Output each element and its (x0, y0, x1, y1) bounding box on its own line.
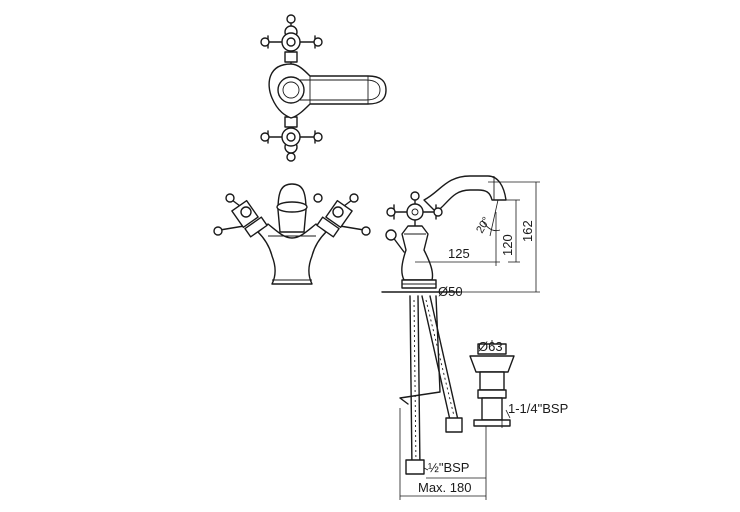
top-view-upper-handle (260, 14, 323, 67)
side-view (381, 175, 515, 475)
dimension-labels: 125 120 162 20° Ø50 Ø63 1-1/4"BSP ½"BSP … (418, 215, 568, 495)
front-view (213, 183, 371, 285)
top-view-lower-handle (260, 114, 323, 162)
side-view-waste (469, 340, 515, 427)
label-bsp-inlet: ½"BSP (428, 460, 469, 475)
front-view-body (257, 223, 327, 285)
top-view-body (268, 63, 387, 119)
label-bsp-waste: 1-1/4"BSP (508, 401, 568, 416)
top-view (260, 14, 387, 162)
side-view-hoses (405, 295, 463, 475)
side-view-spout (423, 175, 507, 213)
front-view-right-handle (316, 193, 371, 238)
label-120: 120 (500, 234, 515, 256)
label-125: 125 (448, 246, 470, 261)
front-view-left-handle (213, 193, 268, 238)
label-angle: 20° (474, 215, 493, 235)
label-162: 162 (520, 220, 535, 242)
dimension-lines (399, 181, 540, 500)
label-dia-50: Ø50 (438, 284, 463, 299)
label-max-180: Max. 180 (418, 480, 471, 495)
label-dia-63: Ø63 (478, 339, 503, 354)
